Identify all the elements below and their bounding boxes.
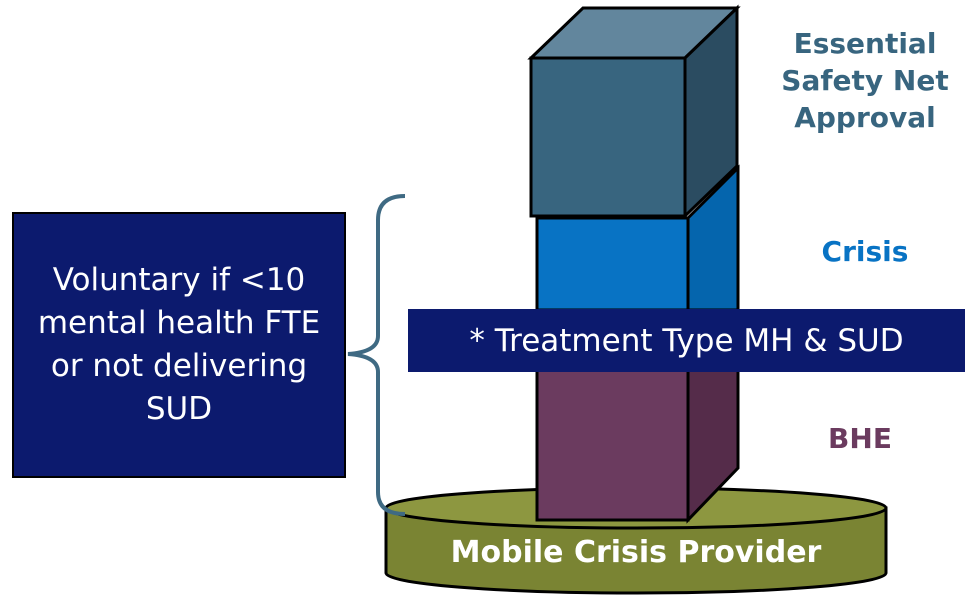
- crisis-block: [535, 164, 740, 312]
- bhe-label: BHE: [828, 422, 892, 455]
- essential-block-front: [529, 56, 687, 218]
- treatment-type-text: * Treatment Type MH & SUD: [469, 322, 904, 359]
- bhe-block-front: [535, 368, 690, 522]
- essential-block: [527, 4, 741, 220]
- base-cylinder-body: [384, 506, 888, 595]
- crisis-label: Crisis: [821, 235, 909, 268]
- bhe-block: [535, 316, 740, 524]
- mobile-crisis-provider-label: Mobile Crisis Provider: [450, 535, 822, 570]
- voluntary-note-text: Voluntary if <10 mental health FTE or no…: [37, 262, 321, 427]
- voluntary-note-box: Voluntary if <10 mental health FTE or no…: [12, 212, 346, 478]
- treatment-type-banner: * Treatment Type MH & SUD: [408, 309, 965, 372]
- crisis-block-front: [535, 216, 690, 312]
- brace-bracket: [347, 194, 406, 516]
- essential-label: Essential Safety Net Approval: [781, 27, 949, 134]
